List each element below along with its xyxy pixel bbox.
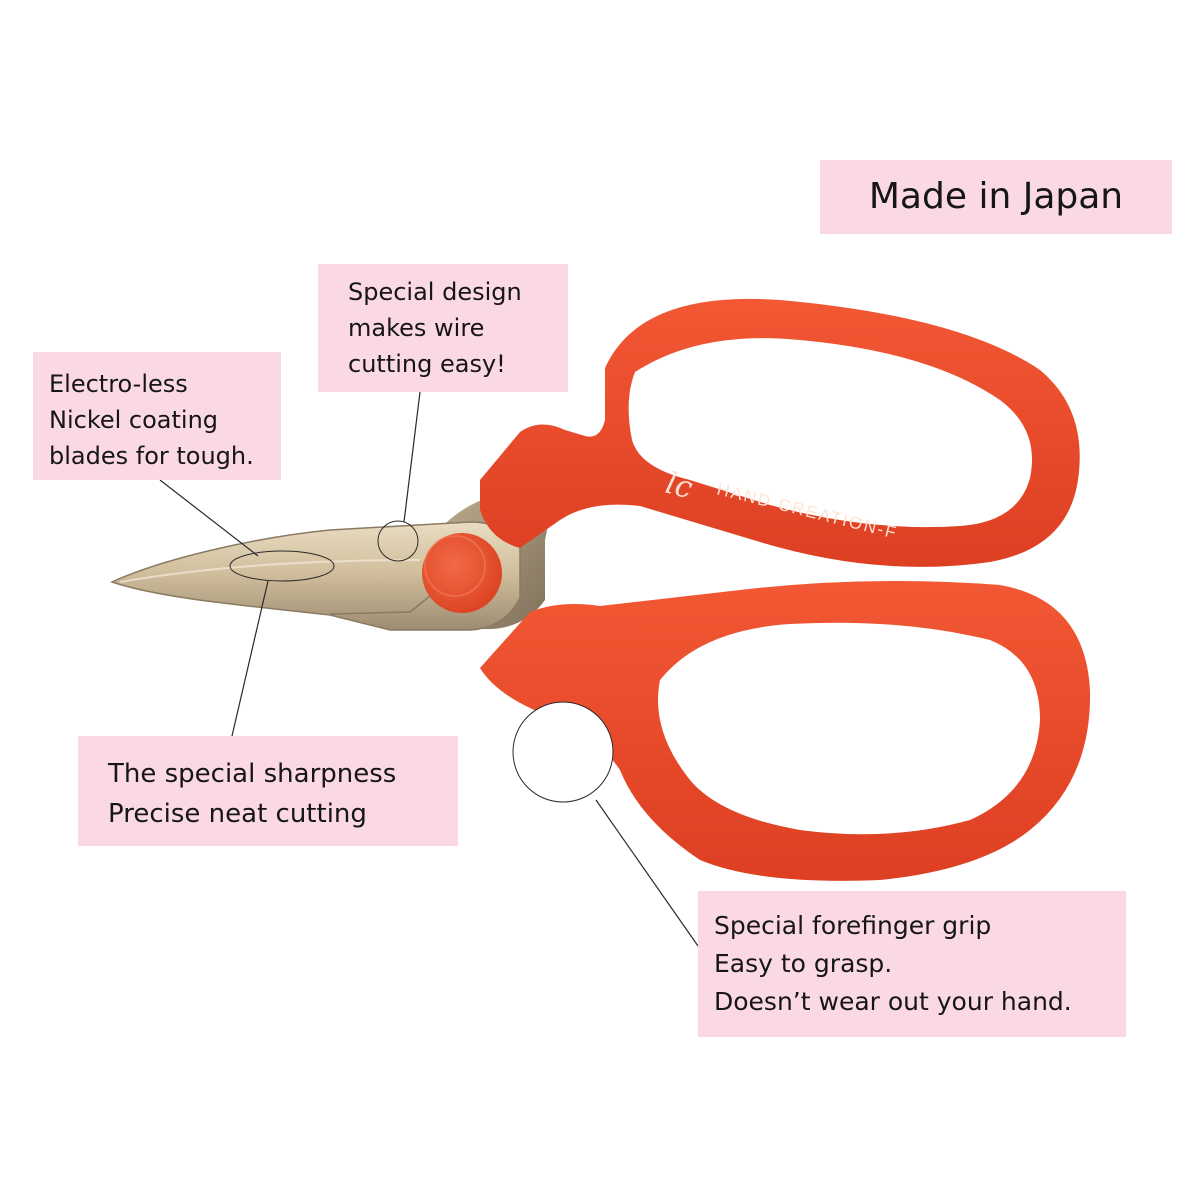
sharpness-leader-line: [231, 580, 269, 737]
wire-cutting-callout: Special design makes wire cutting easy!: [318, 264, 568, 392]
callout-line: Easy to grasp.: [714, 949, 893, 978]
callout-line: Electro-less: [49, 370, 188, 398]
made-in-japan-badge: Made in Japan: [820, 160, 1172, 234]
nickel-coating-callout: Electro-less Nickel coating blades for t…: [33, 352, 281, 480]
made-in-japan-text: Made in Japan: [868, 176, 1124, 217]
blade-marker-ellipse: [229, 550, 335, 582]
wire-leader-line: [403, 391, 421, 523]
callout-line: Nickel coating: [49, 406, 219, 434]
callout-line: Special forefinger grip: [714, 911, 992, 940]
grip-leader-line: [595, 799, 699, 947]
callout-line: Special design: [348, 278, 522, 306]
upper-blade: [109, 521, 521, 631]
wire-notch-marker: [377, 520, 419, 562]
callout-line: cutting easy!: [348, 350, 506, 378]
callout-line: makes wire: [348, 314, 485, 342]
callout-line: Doesn’t wear out your hand.: [714, 987, 1072, 1016]
nickel-leader-line: [159, 479, 259, 557]
callout-line: Precise neat cutting: [108, 799, 367, 829]
forefinger-grip-marker: [512, 701, 614, 803]
callout-line: blades for tough.: [49, 442, 254, 470]
callout-line: The special sharpness: [108, 759, 397, 789]
sharpness-callout: The special sharpness Precise neat cutti…: [78, 736, 458, 846]
forefinger-grip-callout: Special forefinger grip Easy to grasp. D…: [698, 891, 1126, 1037]
